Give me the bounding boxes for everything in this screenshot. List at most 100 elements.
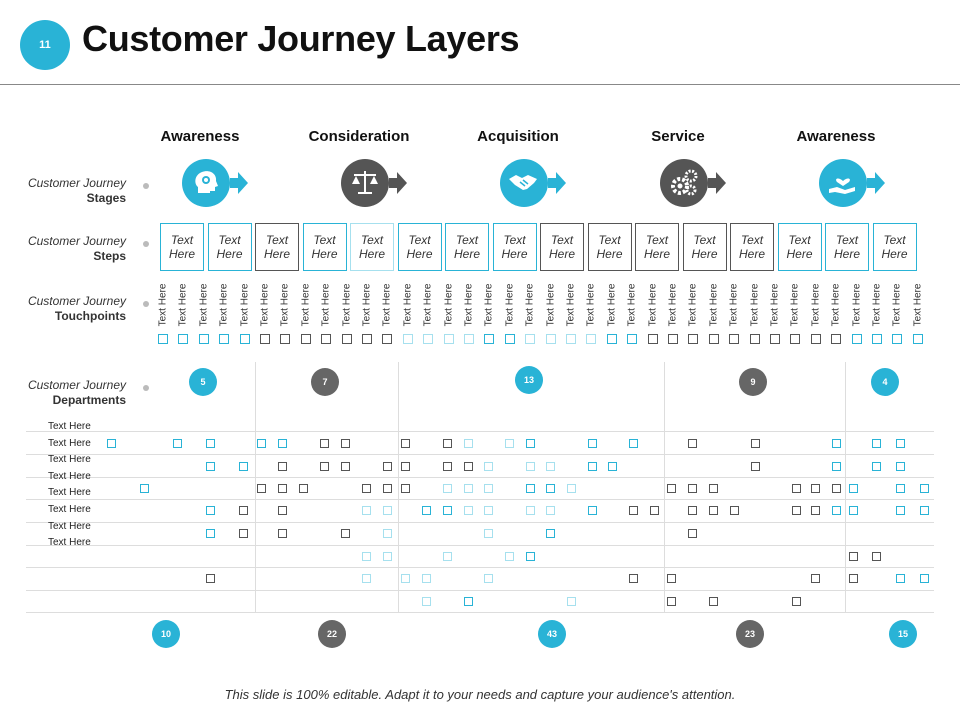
touchpoint-text: Text Here	[279, 283, 291, 327]
department-label: Text Here	[48, 454, 91, 466]
department-marker	[401, 462, 410, 471]
step-text: Text	[408, 233, 431, 247]
touchpoint-text: Text Here	[851, 283, 863, 327]
stage-label: Acquisition	[477, 128, 559, 145]
department-marker	[206, 506, 215, 515]
department-marker	[546, 529, 555, 538]
touchpoint-marker	[892, 334, 903, 344]
department-label: Text Here	[48, 537, 91, 549]
total-badge: 22	[318, 620, 346, 648]
touchpoint-text: Text Here	[728, 283, 740, 327]
department-marker	[709, 597, 718, 606]
department-label: Text Here	[48, 437, 91, 449]
step-text: Text	[218, 233, 241, 247]
department-marker	[383, 506, 392, 515]
count-badge: 5	[189, 368, 217, 396]
touchpoint-text: Text Here	[341, 283, 353, 327]
touchpoint-text: Text Here	[606, 283, 618, 327]
touchpoint-marker	[362, 334, 372, 344]
department-marker	[239, 506, 248, 515]
department-marker	[896, 506, 905, 515]
touchpoint-marker	[525, 334, 536, 344]
department-marker	[464, 462, 473, 471]
department-marker	[484, 529, 493, 538]
touchpoint-text: Text Here	[871, 283, 883, 327]
touchpoint-label: Text Here	[890, 282, 904, 328]
department-marker	[872, 462, 881, 471]
touchpoint-marker	[239, 334, 250, 344]
department-marker	[464, 439, 473, 448]
touchpoint-marker	[158, 334, 168, 344]
touchpoint-label: Text Here	[482, 282, 496, 328]
department-marker	[206, 439, 215, 448]
touchpoint-text: Text Here	[585, 283, 597, 327]
department-marker	[526, 439, 535, 448]
department-label: Text Here	[48, 470, 91, 482]
count-badge: 13	[515, 366, 543, 394]
grid-line	[26, 431, 934, 432]
touchpoint-marker	[464, 334, 474, 344]
touchpoint-label: Text Here	[584, 282, 598, 328]
head-gears-icon	[182, 159, 248, 207]
touchpoint-text: Text Here	[177, 283, 189, 327]
department-marker	[629, 506, 638, 515]
department-marker	[896, 462, 905, 471]
department-marker	[206, 529, 215, 538]
touchpoint-marker	[851, 334, 862, 344]
department-marker	[173, 439, 182, 448]
grid-line	[26, 499, 934, 500]
touchpoint-marker	[341, 334, 352, 344]
hand-heart-icon	[819, 159, 885, 207]
department-marker	[526, 552, 535, 561]
step-text: Text	[835, 233, 859, 247]
touchpoint-label: Text Here	[788, 282, 802, 328]
department-marker	[588, 462, 597, 471]
touchpoint-label: Text Here	[829, 282, 843, 328]
department-marker	[650, 506, 659, 515]
step-text: Here	[501, 247, 528, 261]
touchpoint-text: Text Here	[667, 283, 679, 327]
department-marker	[896, 439, 905, 448]
touchpoint-text: Text Here	[402, 283, 414, 327]
touchpoint-text: Text Here	[789, 283, 801, 327]
department-marker	[751, 439, 760, 448]
department-marker	[443, 462, 452, 471]
touchpoint-label: Text Here	[911, 282, 925, 328]
grid-divider	[255, 362, 256, 612]
grid-divider	[664, 362, 665, 612]
step-text: Text	[455, 233, 479, 247]
grid-line	[26, 545, 934, 546]
touchpoint-text: Text Here	[912, 283, 924, 327]
total-badge: 10	[152, 620, 180, 648]
department-marker	[278, 529, 287, 538]
department-marker	[709, 484, 718, 493]
touchpoint-marker	[219, 334, 230, 344]
touchpoint-label: Text Here	[217, 282, 231, 328]
touchpoint-text: Text Here	[626, 283, 638, 327]
touchpoint-label: Text Here	[748, 282, 762, 328]
department-marker	[341, 529, 350, 538]
department-marker	[299, 484, 308, 493]
department-marker	[588, 439, 597, 448]
department-marker	[849, 574, 858, 583]
department-marker	[849, 506, 858, 515]
touchpoint-label: Text Here	[646, 282, 660, 328]
department-marker	[688, 484, 697, 493]
department-marker	[278, 506, 287, 515]
touchpoint-label: Text Here	[197, 282, 211, 328]
page-title: Customer Journey Layers	[82, 18, 520, 59]
touchpoint-text: Text Here	[708, 283, 720, 327]
touchpoint-marker	[606, 334, 617, 344]
department-marker	[484, 462, 493, 471]
department-marker	[872, 552, 881, 561]
touchpoint-text: Text Here	[381, 283, 393, 327]
step-text: Here	[263, 247, 290, 261]
